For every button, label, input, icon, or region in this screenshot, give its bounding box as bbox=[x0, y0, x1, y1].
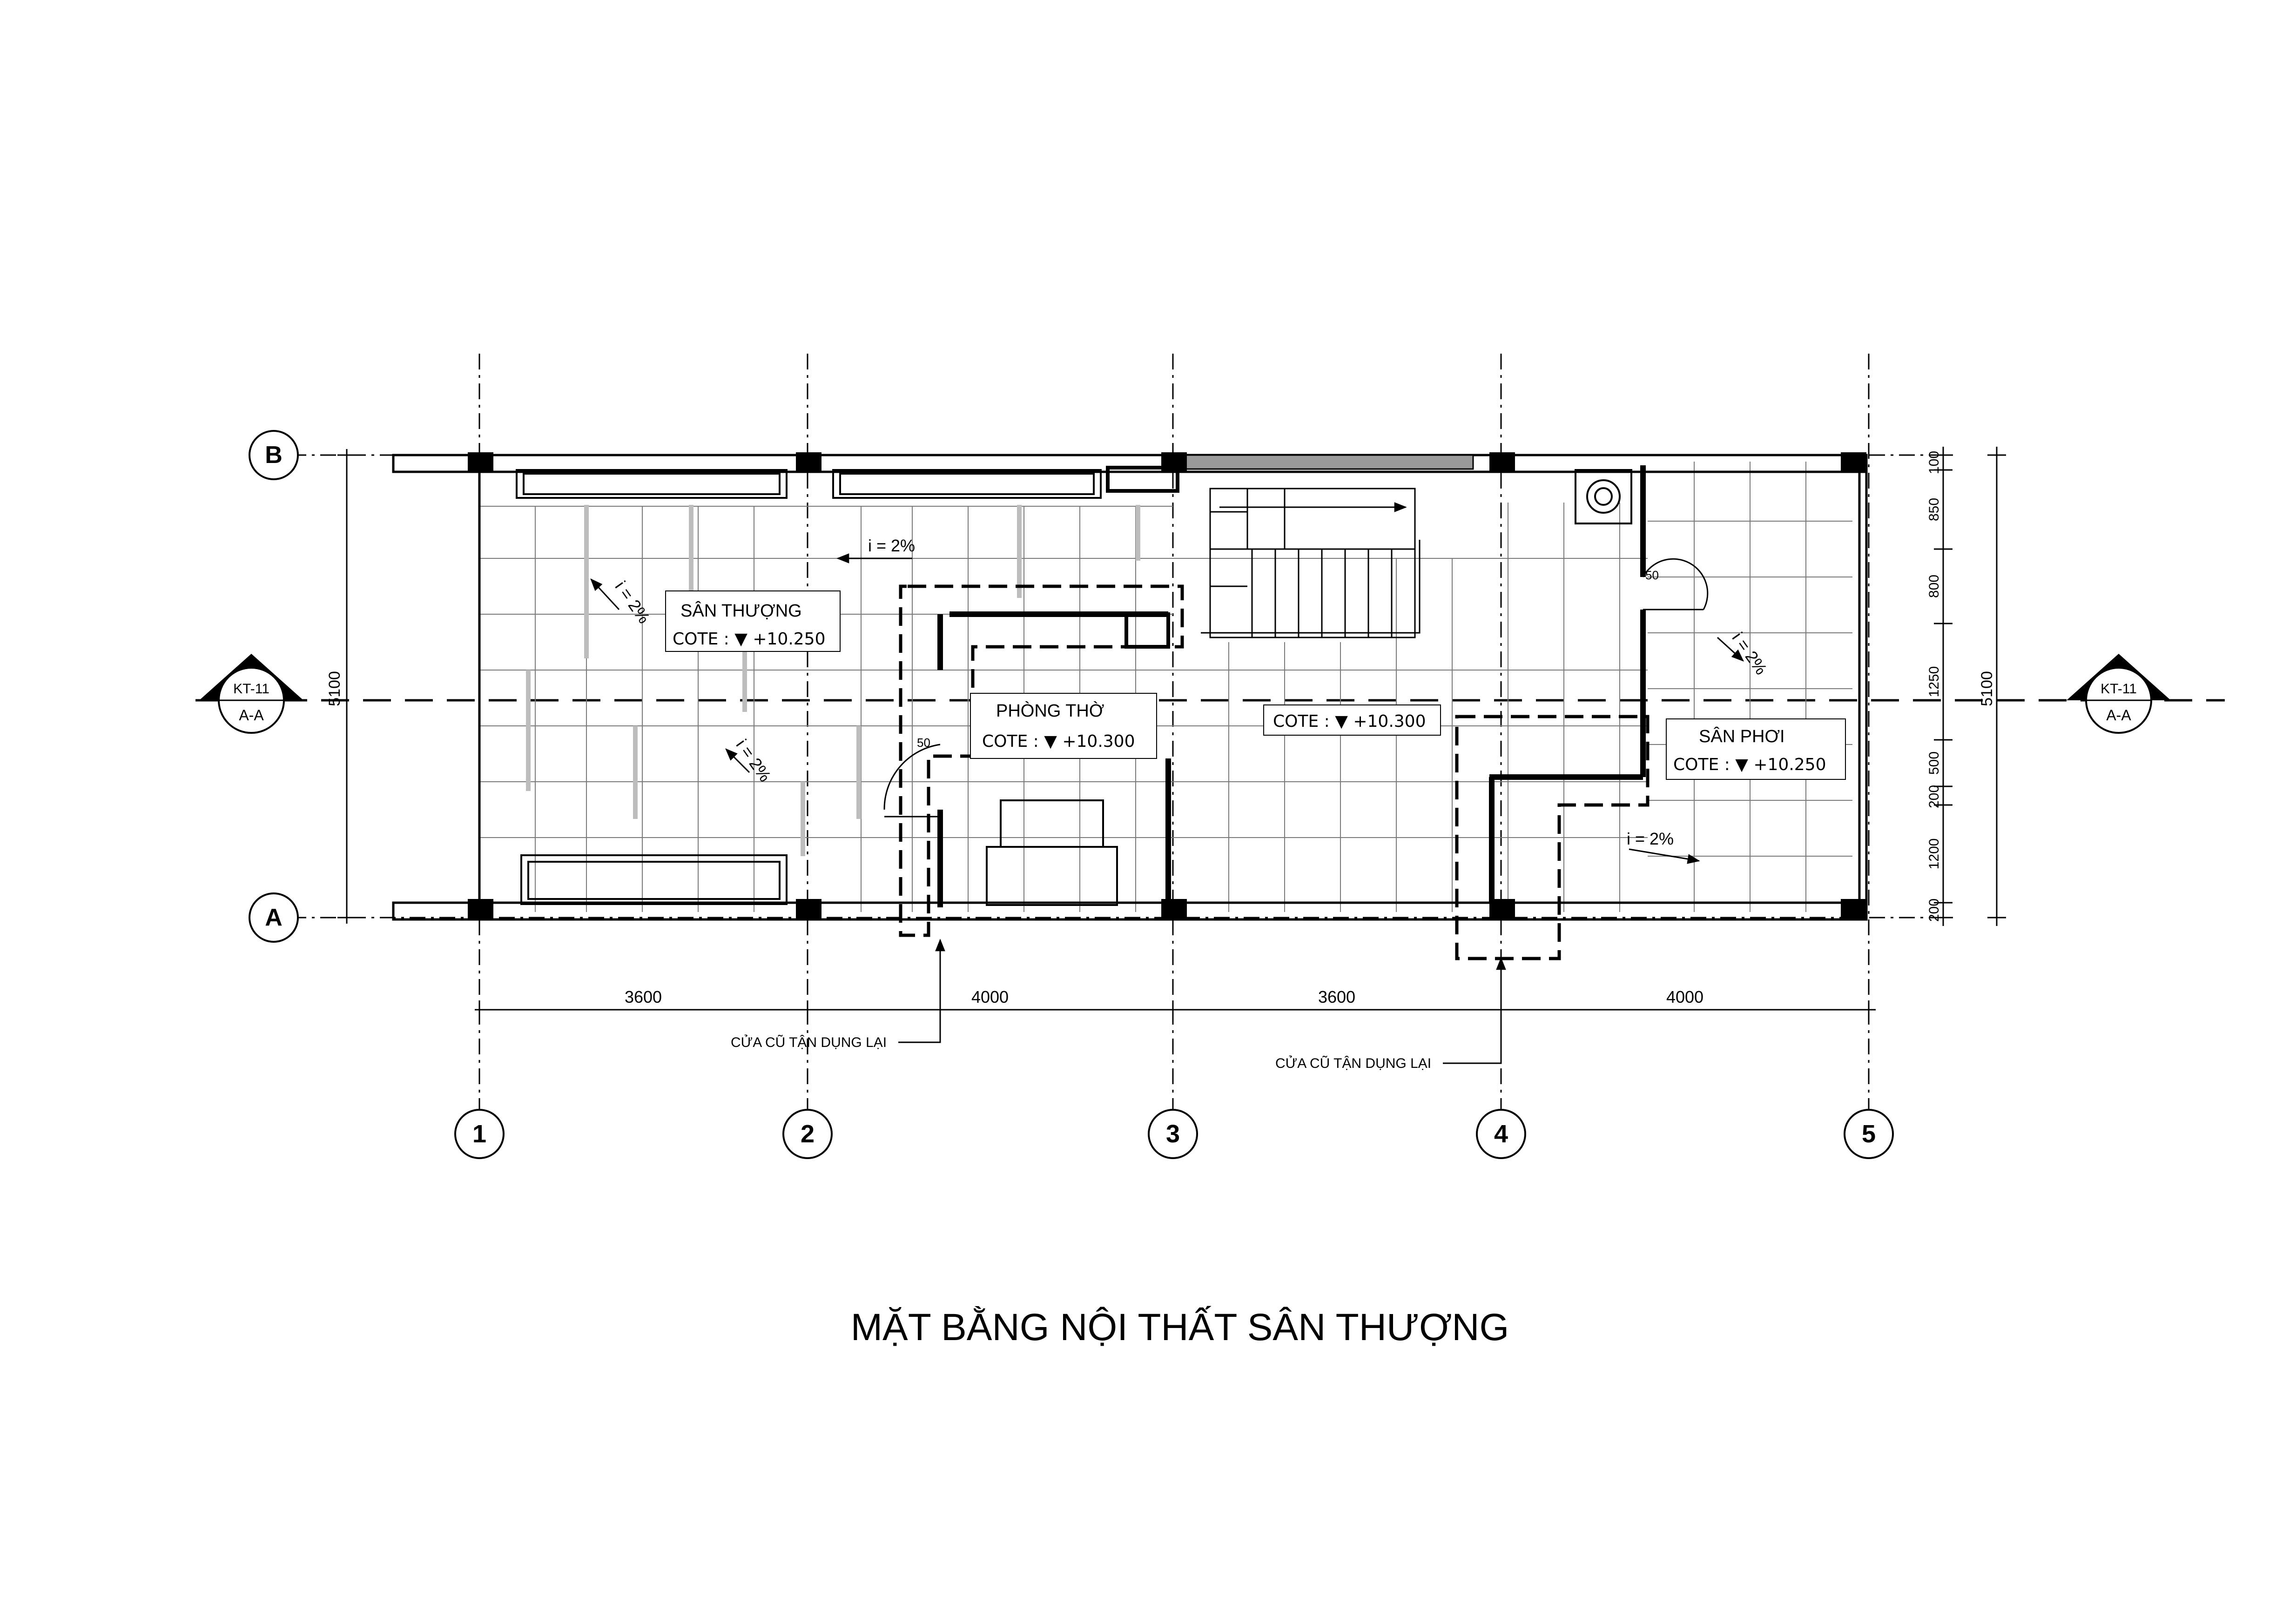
wall-stub bbox=[1106, 466, 1179, 493]
room-sân-thượng: SÂN THƯỢNG COTE : ▼ +10.250 bbox=[665, 590, 841, 652]
axis-bubble-b: B bbox=[249, 430, 299, 480]
dimension-right: 1250 bbox=[1926, 666, 1942, 697]
dimension-right: 1200 bbox=[1926, 838, 1942, 870]
room-name: PHÒNG THỜ bbox=[996, 701, 1104, 721]
room-level: COTE : ▼ +10.300 bbox=[982, 732, 1135, 751]
room-name: SÂN THƯỢNG bbox=[680, 601, 802, 621]
small-dimension: 50 bbox=[1645, 568, 1659, 582]
hatched-wall bbox=[1179, 454, 1474, 470]
axis-bubble-3: 3 bbox=[1148, 1109, 1198, 1159]
wall-stub bbox=[1124, 612, 1170, 649]
room-landing: COTE : ▼ +10.300 bbox=[1263, 704, 1441, 736]
note-label: CỬA CŨ TẬN DỤNG LẠI bbox=[1275, 1055, 1431, 1071]
svg-text:KT-11: KT-11 bbox=[233, 681, 269, 697]
dimension-right: 800 bbox=[1926, 575, 1942, 598]
svg-text:A-A: A-A bbox=[239, 707, 264, 724]
slope-label: i = 2% bbox=[1627, 829, 1674, 848]
dimension-right: 200 bbox=[1926, 899, 1942, 922]
slope-label: i = 2% bbox=[868, 536, 915, 555]
section-mark-left: KT-11 A-A bbox=[199, 654, 303, 734]
stair-handrail bbox=[1201, 540, 1421, 634]
svg-text:2: 2 bbox=[801, 1120, 815, 1148]
svg-text:3: 3 bbox=[1166, 1120, 1180, 1148]
dimension-bottom: 4000 bbox=[1666, 987, 1703, 1006]
note-label: CỬA CŨ TẬN DỤNG LẠI bbox=[731, 1034, 887, 1050]
dimension-right: 100 bbox=[1926, 451, 1942, 474]
room-level: COTE : ▼ +10.250 bbox=[1673, 755, 1826, 774]
planter-strips bbox=[526, 505, 1140, 856]
dimension-lines bbox=[337, 447, 2006, 1019]
drawing-title: MẶT BẰNG NỘI THẤT SÂN THƯỢNG bbox=[851, 1306, 1509, 1348]
renovation-outlines bbox=[899, 584, 1650, 960]
axis-bubble-5: 5 bbox=[1844, 1109, 1894, 1159]
dimension-right: 200 bbox=[1926, 785, 1942, 808]
svg-text:KT-11: KT-11 bbox=[2101, 681, 2137, 697]
axis-bubble-1: 1 bbox=[454, 1109, 505, 1159]
axis-bubble-4: 4 bbox=[1476, 1109, 1526, 1159]
slope-arrows bbox=[590, 553, 1744, 864]
stair bbox=[1209, 488, 1416, 638]
room-phòng-thờ: PHÒNG THỜ COTE : ▼ +10.300 bbox=[970, 693, 1157, 759]
leader-lines bbox=[898, 939, 1506, 1064]
doors bbox=[883, 558, 1709, 818]
dimension-bottom: 3600 bbox=[625, 987, 662, 1006]
axis-bubble-a: A bbox=[249, 892, 299, 943]
svg-text:A: A bbox=[265, 904, 283, 931]
small-dimension: 50 bbox=[917, 736, 930, 750]
svg-text:4: 4 bbox=[1494, 1120, 1508, 1148]
dimension-left: 5100 bbox=[326, 671, 343, 706]
room-level: COTE : ▼ +10.300 bbox=[1273, 712, 1426, 731]
dimension-right-total: 5100 bbox=[1978, 671, 1996, 706]
dimension-right: 850 bbox=[1926, 498, 1942, 521]
altar-furniture bbox=[986, 799, 1118, 906]
shower-icon bbox=[1575, 469, 1632, 524]
interior-walls bbox=[937, 465, 1646, 907]
section-mark-right: KT-11 A-A bbox=[2067, 654, 2171, 734]
slope-label: i = 2% bbox=[611, 577, 654, 627]
svg-text:1: 1 bbox=[472, 1120, 486, 1148]
window-frames bbox=[516, 469, 1102, 905]
room-name: SÂN PHƠI bbox=[1699, 726, 1785, 746]
svg-text:B: B bbox=[265, 442, 283, 469]
room-level: COTE : ▼ +10.250 bbox=[673, 630, 825, 649]
axis-bubble-2: 2 bbox=[782, 1109, 833, 1159]
dimension-bottom: 3600 bbox=[1318, 987, 1355, 1006]
svg-text:5: 5 bbox=[1862, 1120, 1876, 1148]
dimension-right: 500 bbox=[1926, 751, 1942, 775]
room-sân-phơi: SÂN PHƠI COTE : ▼ +10.250 bbox=[1666, 718, 1846, 780]
svg-text:A-A: A-A bbox=[2106, 707, 2131, 724]
dimension-bottom: 4000 bbox=[971, 987, 1009, 1006]
